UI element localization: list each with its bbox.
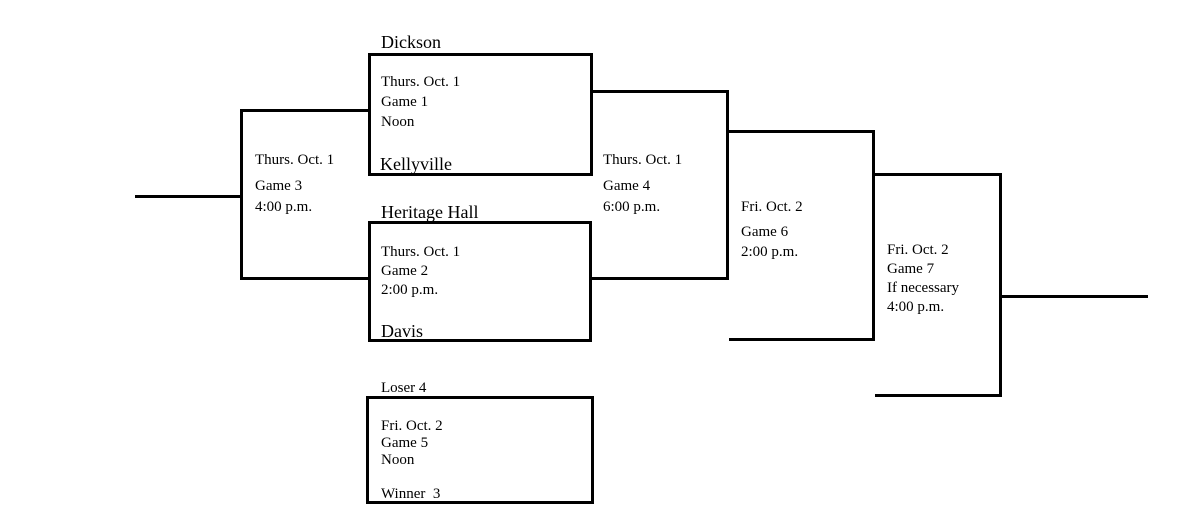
team-label-heritage-hall: Heritage Hall: [381, 202, 479, 222]
game2-box: [368, 221, 592, 342]
game5-time: Noon: [381, 452, 415, 468]
game5-label: Game 5: [381, 435, 429, 451]
game3-to-game2-line: [240, 277, 368, 280]
winner-feed-label: Winner 3: [381, 486, 441, 502]
game1-date: Thurs. Oct. 1: [381, 74, 461, 90]
game6-time: 2:00 p.m.: [741, 244, 799, 260]
game7-label: Game 7: [887, 261, 935, 277]
game4-schedule: Thurs. Oct. 1 Game 4 6:00 p.m.: [603, 150, 682, 218]
game5-winner-line: [729, 338, 872, 341]
game3-bracket-vertical: [240, 109, 243, 280]
game6-winner-line: [875, 173, 999, 176]
game4-bracket-vertical: [726, 90, 729, 280]
game4-time: 6:00 p.m.: [603, 199, 661, 215]
loser-feed-label: Loser 4: [381, 380, 427, 396]
game1-schedule: Thurs. Oct. 1 Game 1 Noon: [381, 72, 460, 132]
team-label-davis: Davis: [381, 321, 423, 341]
game1-time: Noon: [381, 114, 415, 130]
game6-bracket-vertical: [872, 130, 875, 341]
game7-bracket-vertical: [999, 173, 1002, 397]
game4-label: Game 4: [603, 178, 651, 194]
game6-label: Game 6: [741, 224, 789, 240]
team-label-dickson: Dickson: [381, 32, 441, 52]
game3-to-game1-line: [240, 109, 368, 112]
game7-time: 4:00 p.m.: [887, 299, 945, 315]
game4-date: Thurs. Oct. 1: [603, 152, 683, 168]
champion-line: [1002, 295, 1148, 298]
game2-date: Thurs. Oct. 1: [381, 244, 461, 260]
game3-label: Game 3: [255, 178, 303, 194]
game5-date: Fri. Oct. 2: [381, 418, 443, 434]
game1-winner-line: [592, 90, 726, 93]
game5-schedule: Fri. Oct. 2 Game 5 Noon: [381, 418, 443, 469]
game3-time: 4:00 p.m.: [255, 199, 313, 215]
game7-note: If necessary: [887, 280, 960, 296]
game7-lower-feed-line: [875, 394, 999, 397]
game3-schedule: Thurs. Oct. 1 Game 3 4:00 p.m.: [255, 150, 334, 218]
game4-winner-line: [729, 130, 872, 133]
game2-schedule: Thurs. Oct. 1 Game 2 2:00 p.m.: [381, 243, 460, 300]
game6-date: Fri. Oct. 2: [741, 199, 803, 215]
game7-schedule: Fri. Oct. 2 Game 7 If necessary 4:00 p.m…: [887, 241, 959, 317]
game7-date: Fri. Oct. 2: [887, 242, 949, 258]
game6-schedule: Fri. Oct. 2 Game 6 2:00 p.m.: [741, 197, 803, 262]
team-label-kellyville: Kellyville: [380, 154, 452, 174]
game1-label: Game 1: [381, 94, 429, 110]
game5-box: [366, 396, 594, 504]
game1-box: [368, 53, 593, 176]
entry-line: [135, 195, 242, 198]
game2-label: Game 2: [381, 263, 429, 279]
game3-date: Thurs. Oct. 1: [255, 152, 335, 168]
game2-time: 2:00 p.m.: [381, 282, 439, 298]
game2-winner-line: [591, 277, 726, 280]
